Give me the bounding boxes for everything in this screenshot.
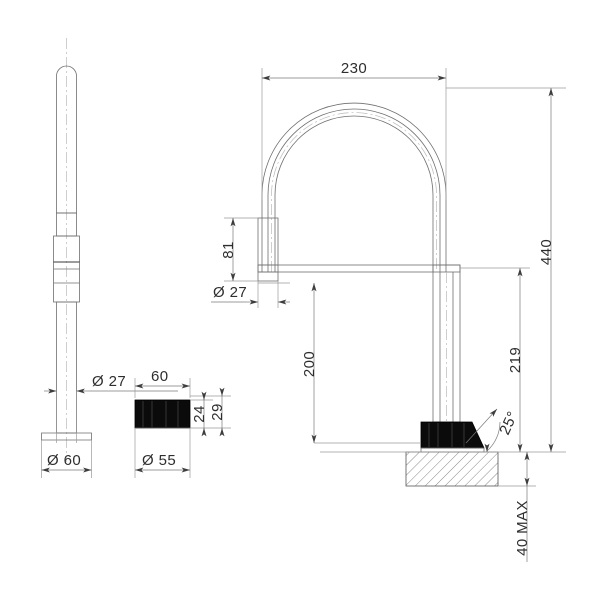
dim-text-base-height-inner: 24 [191, 405, 208, 423]
gooseneck-inner-wall [274, 115, 434, 272]
dim-text-flange-dia: Ø 60 [47, 452, 81, 469]
dim-main-tube-diameter: Ø 27 [211, 281, 290, 308]
base-detail-view [134, 399, 191, 429]
spout-crossbar [257, 264, 461, 273]
dim-overall-height: 440 [446, 87, 566, 453]
dim-arch-width: 230 [261, 60, 447, 200]
dim-text-collar-height: 81 [220, 241, 237, 259]
dim-leader-angle [465, 408, 498, 444]
left-leg-collar [257, 217, 279, 282]
spout-base-washer [420, 447, 485, 453]
gooseneck-mid-wall [267, 108, 441, 272]
dim-base-width: 60 [134, 368, 191, 398]
dim-column-height: 200 [258, 282, 420, 444]
dim-collar-height: 81 [220, 217, 258, 282]
dim-side-tube-diameter: Ø 27 [44, 373, 178, 443]
side-elevation-view [41, 38, 92, 462]
dim-text-overall-height: 440 [538, 239, 555, 265]
dim-text-column-height: 200 [301, 351, 318, 377]
dim-text-spout-height: 219 [507, 347, 524, 373]
dim-text-base-height-outer: 29 [209, 403, 226, 421]
gooseneck-outer-wall [261, 102, 447, 272]
dim-text-base-dia: Ø 55 [142, 452, 176, 469]
dim-text-base-width: 60 [151, 368, 169, 385]
dim-bench-thickness: 40 MAX [498, 451, 536, 562]
gooseneck-centerline [271, 112, 437, 272]
dim-base-diameter: Ø 55 [134, 428, 191, 478]
base-detail-black-body [134, 399, 191, 429]
dim-base-heights: 24 29 [190, 387, 231, 437]
dim-text-main-tube-dia: Ø 27 [213, 284, 247, 301]
dim-text-spout-angle: 25° [496, 409, 522, 438]
dim-text-bench-thickness: 40 MAX [514, 500, 531, 556]
dim-text-arch-width: 230 [341, 60, 367, 77]
spout-black-base [420, 421, 485, 449]
dim-spout-height: 219 [460, 267, 530, 453]
side-spout-tube [56, 65, 77, 214]
dim-flange-diameter: Ø 60 [41, 440, 92, 478]
front-elevation-view [257, 102, 566, 487]
bench-counter-block [405, 451, 499, 487]
dim-text-side-tube-dia: Ø 27 [92, 373, 126, 390]
